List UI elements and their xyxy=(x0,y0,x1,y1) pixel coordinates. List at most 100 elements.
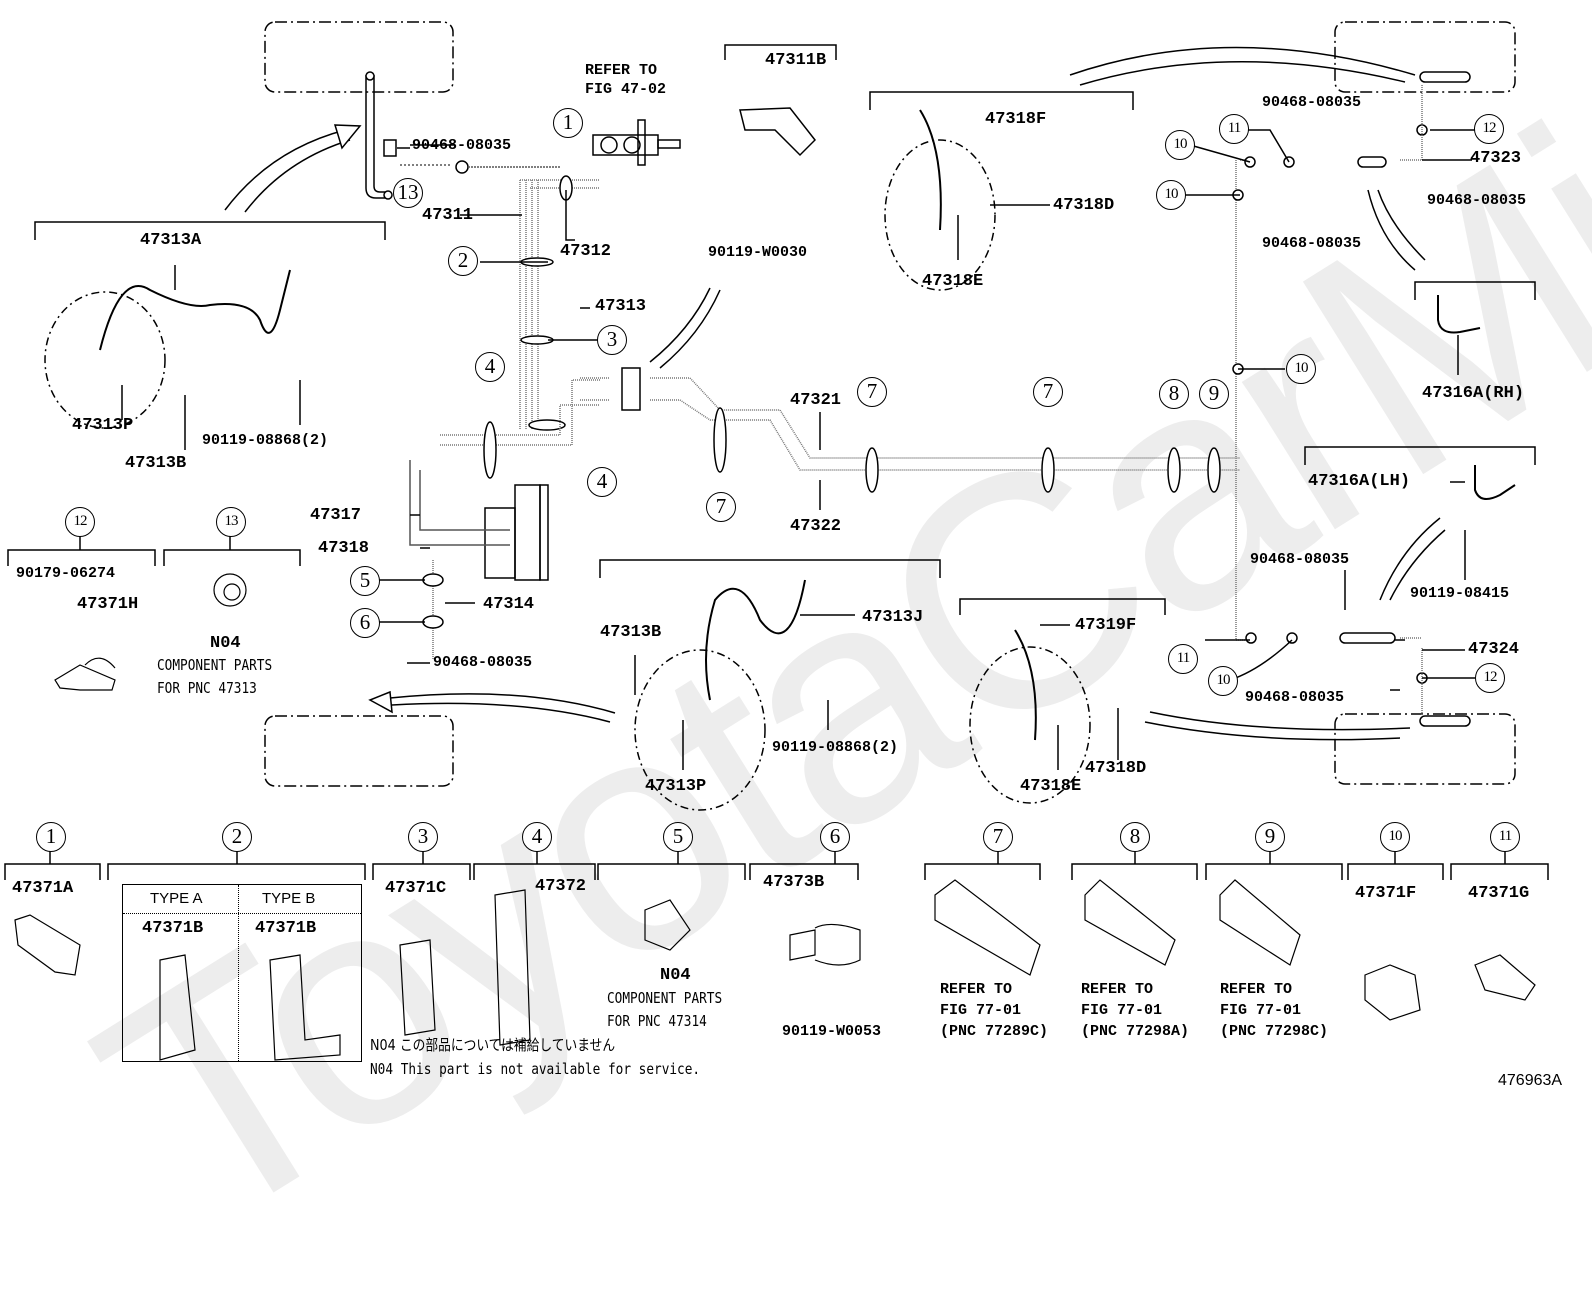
part-90468-08035-rr-top[interactable]: 90468-08035 xyxy=(1250,551,1350,568)
type-a-heading: TYPE A xyxy=(150,890,203,907)
callout-4-upper[interactable]: 4 xyxy=(475,352,505,382)
callout-11-a[interactable]: 11 xyxy=(1219,114,1249,144)
callout-1[interactable]: 1 xyxy=(553,108,583,138)
legend-part-N04-5[interactable]: N04 xyxy=(660,966,691,985)
part-47319F[interactable]: 47319F xyxy=(1075,616,1137,635)
part-47316A-RH[interactable]: 47316A(RH) xyxy=(1422,384,1525,403)
part-N04-13[interactable]: N04 xyxy=(210,634,241,653)
part-47316A-LH[interactable]: 47316A(LH) xyxy=(1308,472,1411,491)
legend-part-47373B[interactable]: 47373B xyxy=(763,873,825,892)
part-47313A[interactable]: 47313A xyxy=(140,231,202,250)
hose-47316A-RH-icon xyxy=(1437,295,1481,334)
component-parts-47313-line1: COMPONENT PARTS xyxy=(157,656,273,674)
part-47313B-bottom[interactable]: 47313B xyxy=(600,623,662,642)
part-47324[interactable]: 47324 xyxy=(1468,640,1520,659)
legend-note-5-line2: FOR PNC 47314 xyxy=(607,1012,707,1030)
part-90468-08035-fr-top[interactable]: 90468-08035 xyxy=(1262,94,1362,111)
part-90468-08035-fr-mid[interactable]: 90468-08035 xyxy=(1262,235,1362,252)
callout-10-b[interactable]: 10 xyxy=(1156,180,1186,210)
part-47322[interactable]: 47322 xyxy=(790,517,842,536)
part-90119-08868-bottom[interactable]: 90119-08868(2) xyxy=(772,739,899,756)
hose-47319F-icon xyxy=(1014,629,1037,741)
callout-4-lower[interactable]: 4 xyxy=(587,467,617,497)
component-parts-47313-line2: FOR PNC 47313 xyxy=(157,679,257,697)
part-47313J[interactable]: 47313J xyxy=(862,608,924,627)
callout-10-d[interactable]: 10 xyxy=(1208,666,1238,696)
legend-part-47371B-type-a[interactable]: 47371B xyxy=(142,919,204,938)
clip-47372-icon xyxy=(494,889,531,1046)
part-90119-08868-top[interactable]: 90119-08868(2) xyxy=(202,432,329,449)
legend-8-line3: (PNC 77298A) xyxy=(1081,1023,1190,1040)
legend-part-47371B-type-b[interactable]: 47371B xyxy=(255,919,317,938)
legend-part-47372[interactable]: 47372 xyxy=(535,877,587,896)
part-47311B[interactable]: 47311B xyxy=(765,51,827,70)
clamp-47371H-icon xyxy=(54,657,116,691)
arrow-to-right-pipe xyxy=(1367,189,1416,271)
front-right-wheel-area xyxy=(1334,21,1516,93)
part-47314[interactable]: 47314 xyxy=(483,595,535,614)
legend-note-5-line1: COMPONENT PARTS xyxy=(607,989,723,1007)
grommet-N04-icon xyxy=(213,573,247,607)
legend-part-47371G[interactable]: 47371G xyxy=(1468,884,1530,903)
legend-callout-9: 9 xyxy=(1255,822,1285,852)
callout-13-legend[interactable]: 13 xyxy=(216,507,246,537)
part-90179-06274[interactable]: 90179-06274 xyxy=(16,565,116,582)
callout-7-c[interactable]: 7 xyxy=(1033,377,1063,407)
part-90468-08035-fl[interactable]: 90468-08035 xyxy=(412,137,512,154)
legend-9-line3: (PNC 77298C) xyxy=(1220,1023,1329,1040)
callout-7-a[interactable]: 7 xyxy=(706,492,736,522)
callout-11-b[interactable]: 11 xyxy=(1168,644,1198,674)
callout-12-legend[interactable]: 12 xyxy=(65,507,95,537)
callout-6[interactable]: 6 xyxy=(350,608,380,638)
part-47318E-bottom[interactable]: 47318E xyxy=(1020,777,1082,796)
legend-9-line2: FIG 77-01 xyxy=(1220,1002,1302,1019)
part-90119-08415[interactable]: 90119-08415 xyxy=(1410,585,1510,602)
part-47313[interactable]: 47313 xyxy=(595,297,647,316)
arrow-to-front-right xyxy=(1069,46,1416,76)
part-47323[interactable]: 47323 xyxy=(1470,149,1522,168)
part-47318[interactable]: 47318 xyxy=(318,539,370,558)
callout-10-a[interactable]: 10 xyxy=(1165,130,1195,160)
part-47311[interactable]: 47311 xyxy=(422,206,474,225)
part-47371H[interactable]: 47371H xyxy=(77,595,139,614)
part-47318E-top[interactable]: 47318E xyxy=(922,272,984,291)
part-47312[interactable]: 47312 xyxy=(560,242,612,261)
callout-8[interactable]: 8 xyxy=(1159,379,1189,409)
refer-to-line1: REFER TO xyxy=(585,62,658,79)
part-47313B-top[interactable]: 47313B xyxy=(125,454,187,473)
part-47318D-bottom[interactable]: 47318D xyxy=(1085,759,1147,778)
callout-12-b[interactable]: 12 xyxy=(1475,663,1505,693)
callout-13[interactable]: 13 xyxy=(393,178,423,208)
legend-part-47371F[interactable]: 47371F xyxy=(1355,884,1417,903)
callout-2[interactable]: 2 xyxy=(448,246,478,276)
part-47318F[interactable]: 47318F xyxy=(985,110,1047,129)
part-47313P-bottom[interactable]: 47313P xyxy=(645,777,707,796)
part-47313P-top[interactable]: 47313P xyxy=(72,416,134,435)
part-47318D-top[interactable]: 47318D xyxy=(1053,196,1115,215)
callout-12-a[interactable]: 12 xyxy=(1474,114,1504,144)
legend-callout-5: 5 xyxy=(663,822,693,852)
clip-47371B-b-icon xyxy=(269,954,341,1061)
part-90468-08035-fr-right[interactable]: 90468-08035 xyxy=(1427,192,1527,209)
callout-3[interactable]: 3 xyxy=(597,325,627,355)
legend-7-line1: REFER TO xyxy=(940,981,1013,998)
legend-part-47371A[interactable]: 47371A xyxy=(12,879,74,898)
part-47321[interactable]: 47321 xyxy=(790,391,842,410)
part-90119-W0030[interactable]: 90119-W0030 xyxy=(708,244,808,261)
clip-47371A-icon xyxy=(14,914,81,976)
part-90468-08035-rl[interactable]: 90468-08035 xyxy=(433,654,533,671)
legend-part-47371C[interactable]: 47371C xyxy=(385,879,447,898)
callout-9[interactable]: 9 xyxy=(1199,379,1229,409)
legend-7-line3: (PNC 77289C) xyxy=(940,1023,1049,1040)
part-47317[interactable]: 47317 xyxy=(310,506,362,525)
callout-10-c[interactable]: 10 xyxy=(1286,354,1316,384)
legend-callout-2: 2 xyxy=(222,822,252,852)
legend-8-line1: REFER TO xyxy=(1081,981,1154,998)
legend-part-90119-W0053[interactable]: 90119-W0053 xyxy=(782,1023,882,1040)
clip-47371B-a-icon xyxy=(159,954,196,1061)
callout-5[interactable]: 5 xyxy=(350,566,380,596)
part-90468-08035-rr-bottom[interactable]: 90468-08035 xyxy=(1245,689,1345,706)
callout-7-b[interactable]: 7 xyxy=(857,377,887,407)
legend-callout-10: 10 xyxy=(1380,822,1410,852)
junction-block-icon xyxy=(621,367,641,411)
